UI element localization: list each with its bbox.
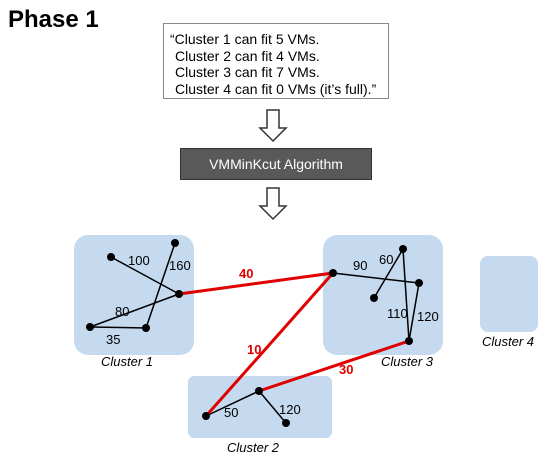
cut-edge-c2-c3-b bbox=[258, 339, 410, 393]
weight-label: 80 bbox=[115, 304, 129, 319]
cluster-3-edges bbox=[332, 248, 420, 342]
cluster-1-box bbox=[74, 235, 194, 355]
algorithm-box: VMMinKcut Algorithm bbox=[180, 148, 372, 180]
cut-edges bbox=[178, 271, 410, 417]
weight-label: 120 bbox=[279, 402, 301, 417]
cut-weight-label: 10 bbox=[247, 342, 261, 357]
cluster-label: Cluster 1 bbox=[101, 354, 153, 369]
weight-label: 110 bbox=[387, 306, 408, 321]
cluster-label: Cluster 3 bbox=[381, 354, 434, 369]
weight-label: 160 bbox=[169, 258, 191, 273]
cut-weight-label: 30 bbox=[339, 362, 353, 377]
phase-title: Phase 1 bbox=[8, 6, 99, 33]
node bbox=[142, 324, 150, 332]
node bbox=[255, 387, 263, 395]
arrow-down-1 bbox=[258, 109, 288, 143]
node bbox=[175, 290, 183, 298]
note-line-4: Cluster 4 can fit 0 VMs (it’s full).” bbox=[175, 80, 377, 97]
note-line-3: Cluster 3 can fit 7 VMs. bbox=[175, 64, 320, 80]
note-line-2: Cluster 2 can fit 4 VMs. bbox=[175, 47, 320, 64]
weight-label: 120 bbox=[417, 309, 439, 324]
cluster-2-edges bbox=[205, 390, 287, 424]
cluster-4-box bbox=[480, 256, 538, 332]
node bbox=[171, 239, 179, 247]
cluster-1-edges bbox=[89, 242, 180, 329]
node bbox=[86, 323, 94, 331]
cut-edge-c2-c3-a bbox=[204, 272, 335, 417]
weight-label: 100 bbox=[128, 253, 150, 268]
node bbox=[282, 419, 290, 427]
node bbox=[405, 337, 413, 345]
cluster-label: Cluster 2 bbox=[227, 440, 280, 455]
cluster-3-box bbox=[323, 235, 443, 355]
weight-label: 50 bbox=[224, 405, 238, 420]
weight-label: 35 bbox=[106, 332, 120, 347]
weight-label: 90 bbox=[353, 258, 367, 273]
weight-label: 60 bbox=[379, 252, 393, 267]
capacity-note: “Cluster 1 can fit 5 VMs. Cluster 2 can … bbox=[163, 23, 389, 99]
arrow-down-2 bbox=[258, 187, 288, 221]
note-line-1: “Cluster 1 can fit 5 VMs. bbox=[170, 31, 320, 47]
node bbox=[107, 253, 115, 261]
node bbox=[329, 269, 337, 277]
node bbox=[399, 245, 407, 253]
cluster-2-box bbox=[188, 376, 332, 438]
cluster-label: Cluster 4 bbox=[482, 334, 534, 349]
node bbox=[415, 279, 423, 287]
graph-nodes bbox=[86, 239, 423, 427]
cut-weight-label: 40 bbox=[239, 266, 253, 281]
node bbox=[202, 412, 210, 420]
cut-edge-c1-c3 bbox=[178, 271, 334, 296]
node bbox=[370, 294, 378, 302]
